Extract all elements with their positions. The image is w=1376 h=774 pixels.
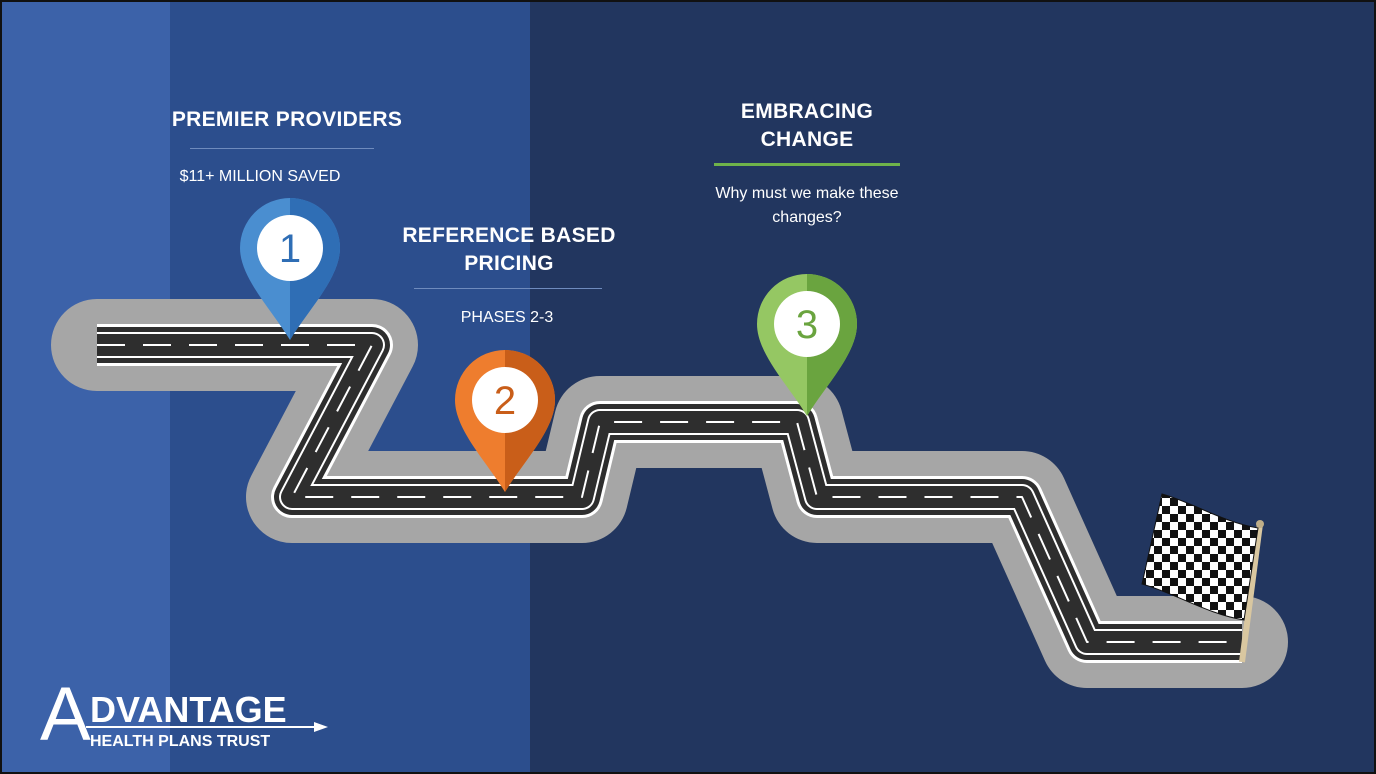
logo-arrow-icon	[314, 722, 328, 732]
marker-1-number: 1	[279, 227, 301, 271]
milestone-3-title: EMBRACING CHANGE	[740, 100, 874, 151]
milestone-3-divider	[714, 163, 900, 166]
marker-3-pin-icon: 3	[757, 274, 857, 416]
checkered-flag-icon	[1141, 493, 1264, 663]
milestone-1-title: PREMIER PROVIDERS	[171, 108, 403, 131]
milestone-1-divider	[190, 148, 374, 149]
marker-2-pin-icon: 2	[455, 350, 555, 492]
marker-3-number: 3	[796, 303, 818, 347]
advantage-logo: A DVANTAGE HEALTH PLANS TRUST	[40, 672, 328, 752]
milestone-3-subtitle: Why must we make these changes?	[715, 185, 899, 226]
marker-2-number: 2	[494, 379, 516, 423]
milestone-1-subtitle: $11+ MILLION SAVED	[179, 168, 341, 185]
milestone-2-divider	[414, 288, 602, 289]
milestone-2-subtitle: PHASES 2-3	[460, 309, 554, 326]
road	[51, 299, 1288, 688]
marker-1-pin-icon: 1	[240, 198, 340, 340]
logo-letter: A	[40, 672, 91, 752]
logo-wordmark: DVANTAGE	[90, 689, 287, 730]
logo-tagline: HEALTH PLANS TRUST	[90, 733, 270, 750]
milestone-2-title: REFERENCE BASED PRICING	[402, 224, 616, 275]
